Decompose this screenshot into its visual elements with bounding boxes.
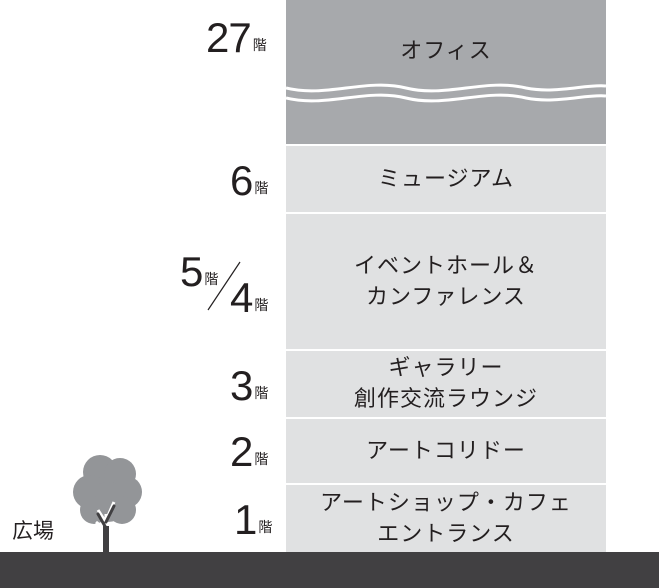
- floor-1-number: 1 階: [234, 496, 273, 543]
- floor-2-label: アートコリドー: [366, 438, 526, 464]
- floor-2-number: 2 階: [230, 428, 269, 475]
- floor-3-number: 3 階: [230, 362, 269, 409]
- floor-5-number: 5 階: [180, 248, 219, 295]
- floor-27-number: 27 階: [206, 14, 267, 61]
- floor-5-4-block: イベントホール＆ カンファレンス: [286, 214, 606, 349]
- ground: [0, 552, 659, 588]
- floor-3-block: ギャラリー 創作交流ラウンジ: [286, 351, 606, 417]
- floor-6-label: ミュージアム: [377, 166, 515, 192]
- floor-2-block: アートコリドー: [286, 419, 606, 483]
- floor-6-number: 6 階: [230, 157, 269, 204]
- office-label: オフィス: [400, 39, 492, 64]
- floor-1-label: アートショップ・カフェ エントランス: [320, 490, 572, 547]
- floor-6-block: ミュージアム: [286, 146, 606, 212]
- wave-break-icon: [286, 83, 606, 103]
- office-block: オフィス: [286, 0, 606, 144]
- floor-3-label: ギャラリー 創作交流ラウンジ: [353, 356, 538, 412]
- floor-divider-slash: [207, 261, 241, 311]
- plaza-label: 広場: [12, 519, 54, 543]
- floor-5-4-label: イベントホール＆ カンファレンス: [353, 253, 538, 310]
- floor-1-block: アートショップ・カフェ エントランス: [286, 485, 606, 552]
- tree-icon: [73, 455, 142, 554]
- floor-4-number: 4 階: [230, 274, 269, 321]
